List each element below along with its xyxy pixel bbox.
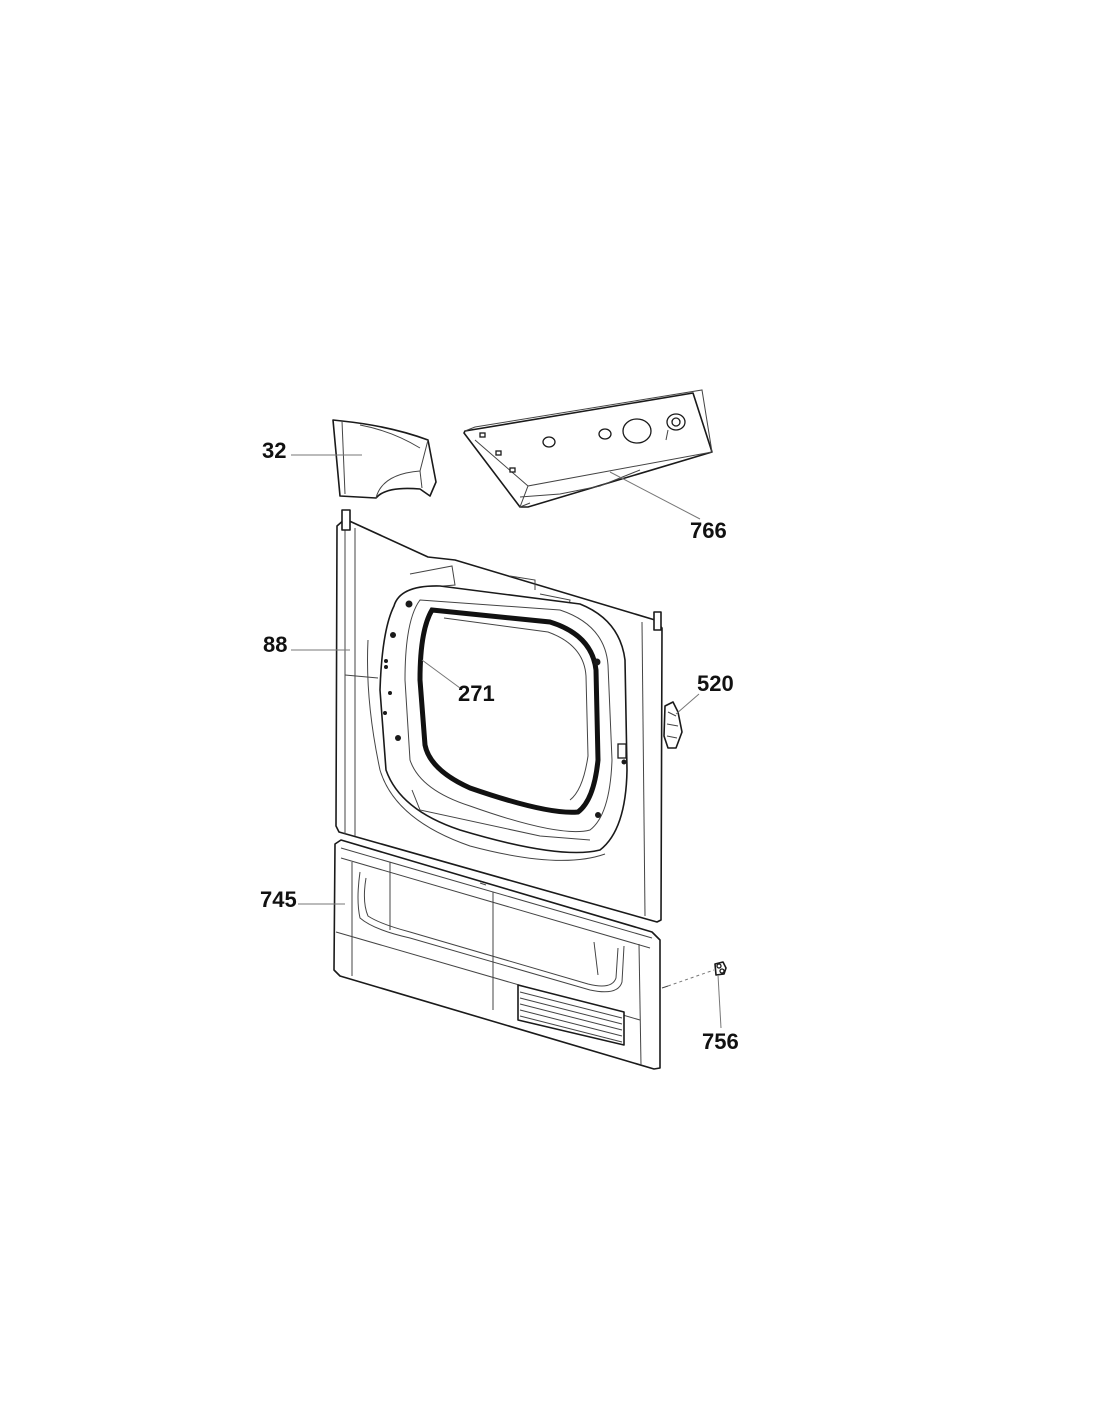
callout-520: 520 xyxy=(697,671,734,696)
callout-271: 271 xyxy=(458,681,495,706)
leader-766 xyxy=(609,471,701,520)
callout-756: 756 xyxy=(702,1029,739,1054)
part-88-front-panel[interactable] xyxy=(335,509,663,923)
part-766-control-housing[interactable] xyxy=(463,389,713,508)
callout-766: 766 xyxy=(690,518,727,543)
part-32-duct-cover[interactable] xyxy=(332,419,437,499)
callout-32: 32 xyxy=(262,438,287,463)
part-745-kick-panel[interactable] xyxy=(333,839,661,1070)
callout-745: 745 xyxy=(260,887,297,912)
part-520-door-lock[interactable] xyxy=(663,693,700,749)
callout-88: 88 xyxy=(263,632,288,657)
part-271-door-seal[interactable] xyxy=(421,659,461,689)
part-756-clip[interactable] xyxy=(661,961,727,1029)
